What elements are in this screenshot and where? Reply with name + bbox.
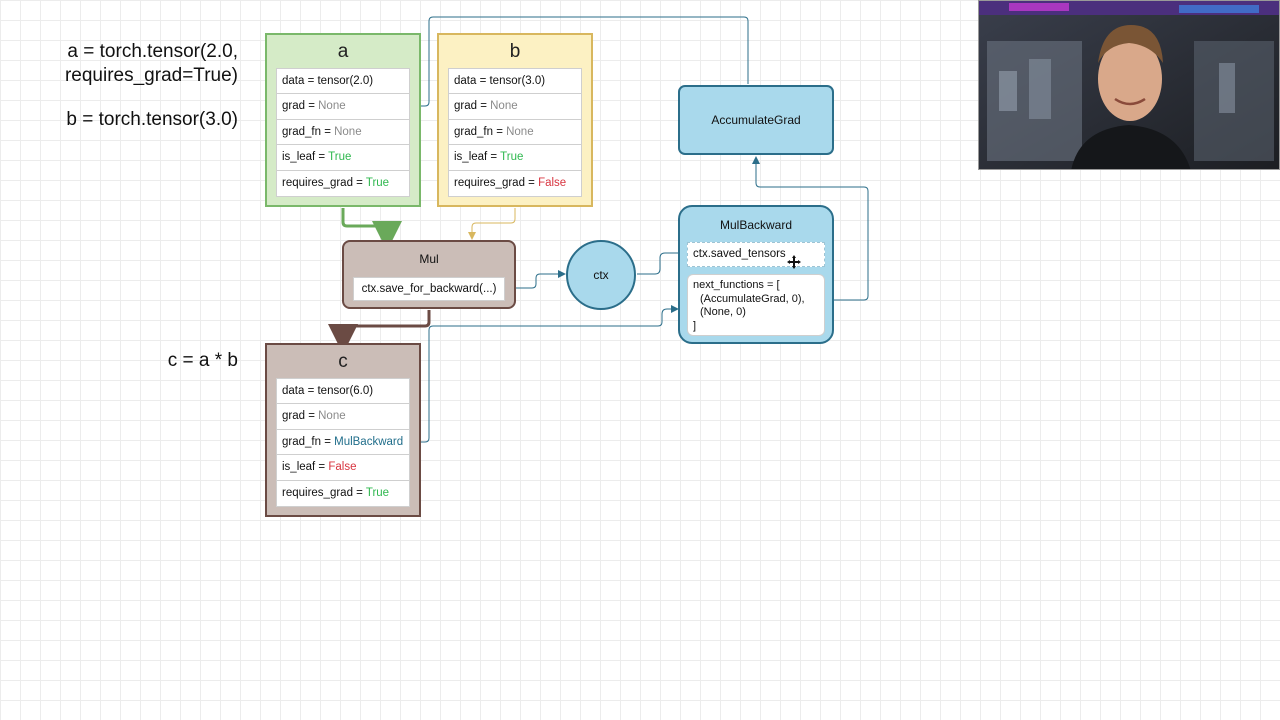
ctx-node[interactable]: ctx <box>566 240 636 310</box>
edge-ctx-to-saved <box>637 249 686 275</box>
next-functions-line: (AccumulateGrad, 0), <box>700 292 805 305</box>
mul-title: Mul <box>419 252 439 266</box>
tensor-c-title: c <box>338 351 348 372</box>
tensor-b-title: b <box>509 41 521 62</box>
tensor-a-requires-grad: requires_grad = True <box>276 171 410 197</box>
mul-backward-node[interactable]: MulBackward ctx.saved_tensors next_funct… <box>678 205 834 344</box>
presenter-webcam <box>978 0 1280 170</box>
tensor-a-title: a <box>337 41 349 62</box>
tensor-c-grad: grad = None <box>276 403 410 430</box>
edge-mul-to-c <box>328 310 431 354</box>
tensor-b-requires-grad: requires_grad = False <box>448 171 582 197</box>
edge-a-to-mul <box>341 208 402 251</box>
edge-mul-to-ctx <box>507 270 566 289</box>
tensor-c-grad-fn: grad_fn = MulBackward <box>276 429 410 456</box>
next-functions-line: (None, 0) <box>700 306 746 318</box>
tensor-b-data: data = tensor(3.0) <box>448 68 582 94</box>
saved-tensors-field[interactable]: ctx.saved_tensors <box>687 242 825 267</box>
tensor-c-is-leaf: is_leaf = False <box>276 455 410 482</box>
mul-backward-title: MulBackward <box>719 218 793 232</box>
tensor-a-grad: grad = None <box>276 93 410 120</box>
tensor-b-grad-fn: grad_fn = None <box>448 119 582 146</box>
presenter-webcam-image <box>979 1 1279 169</box>
tensor-b-node[interactable]: b data = tensor(3.0) grad = None grad_fn… <box>437 33 593 207</box>
tensor-a-node[interactable]: a data = tensor(2.0) grad = None grad_fn… <box>265 33 421 207</box>
mul-save-for-backward: ctx.save_for_backward(...) <box>353 277 505 301</box>
edge-b-to-mul <box>468 208 516 240</box>
move-cursor-icon <box>787 255 801 271</box>
tensor-b-grad: grad = None <box>448 93 582 120</box>
tensor-a-grad-fn: grad_fn = None <box>276 119 410 146</box>
edge-nextfn-to-accumulategrad <box>752 156 869 301</box>
code-b: b = torch.tensor(3.0) <box>66 109 238 130</box>
next-functions-line: ] <box>693 319 697 332</box>
edge-accumulategrad-to-a-grad <box>412 16 749 110</box>
code-a-line2: requires_grad=True) <box>64 65 238 86</box>
next-functions-line: next_functions = [ <box>693 279 780 291</box>
tensor-c-node[interactable]: c data = tensor(6.0) grad = None grad_fn… <box>265 343 421 517</box>
mul-op-node[interactable]: Mul ctx.save_for_backward(...) <box>342 240 516 309</box>
tensor-a-data: data = tensor(2.0) <box>276 68 410 94</box>
tensor-a-is-leaf: is_leaf = True <box>276 145 410 172</box>
edge-gradfn-to-mulbackward <box>412 305 679 443</box>
tensor-b-is-leaf: is_leaf = True <box>448 145 582 172</box>
tensor-c-data: data = tensor(6.0) <box>276 378 410 404</box>
next-functions-field: next_functions = [ (AccumulateGrad, 0), … <box>687 274 825 336</box>
code-a: a = torch.tensor(2.0, requires_grad=True… <box>65 40 238 88</box>
accumulate-grad-node[interactable]: AccumulateGrad <box>678 85 834 155</box>
tensor-c-requires-grad: requires_grad = True <box>276 481 410 507</box>
code-a-line1: a = torch.tensor(2.0, <box>67 41 238 62</box>
code-c: c = a * b <box>167 350 238 371</box>
